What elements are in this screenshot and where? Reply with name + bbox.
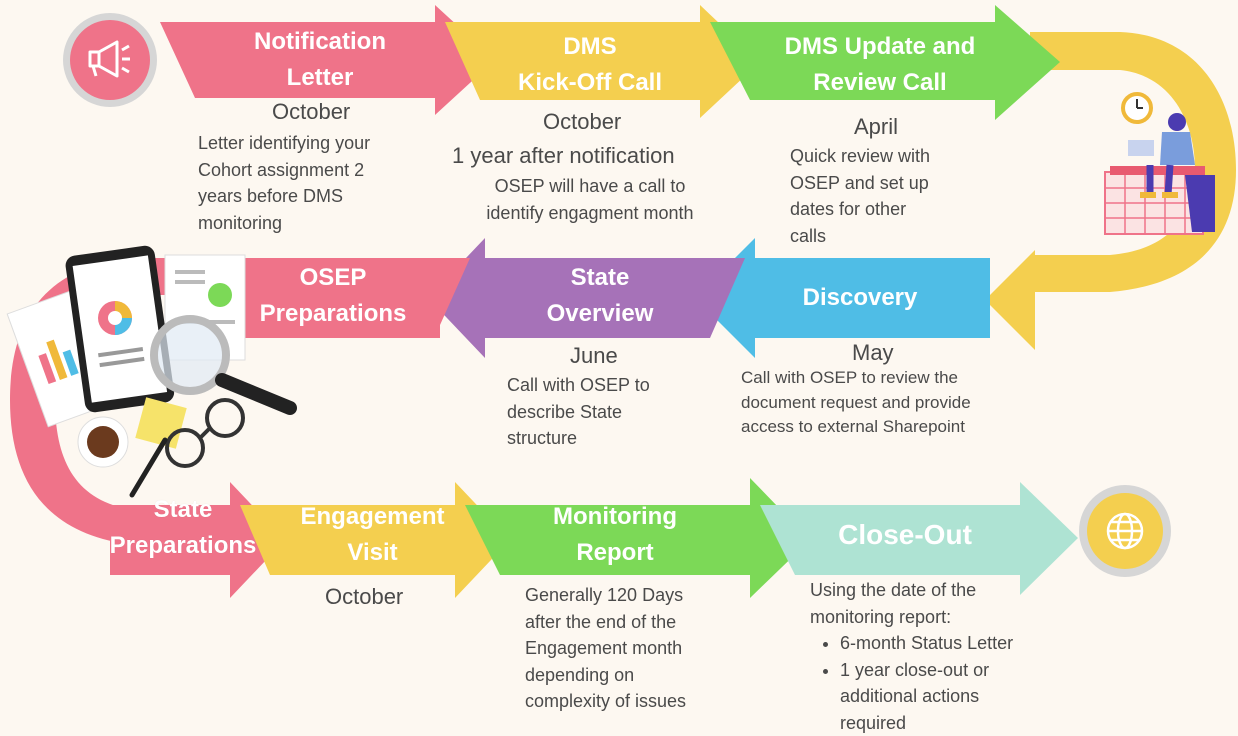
state-prep-label: State Preparations (98, 492, 268, 564)
start-circle (70, 20, 150, 100)
engagement-month: October (325, 584, 403, 610)
update-review-description: Quick review with OSEP and set up dates … (790, 143, 990, 249)
right-curve-arrowhead (985, 250, 1035, 350)
closeout-label: Close-Out (810, 517, 1000, 553)
kickoff-description: OSEP will have a call to identify engagm… (440, 173, 740, 226)
monitoring-label: Monitoring Report (525, 499, 705, 571)
closeout-description: Using the date of the monitoring report:… (810, 577, 1070, 736)
closeout-bullet: 6-month Status Letter (840, 630, 1070, 657)
notification-month: October (272, 99, 350, 125)
state-overview-month: June (570, 343, 618, 369)
notification-label: Notification Letter (215, 24, 425, 96)
closeout-bullet: 1 year close-out or additional actions r… (840, 657, 1070, 736)
osep-prep-label: OSEP Preparations (243, 260, 423, 332)
update-review-month: April (854, 114, 898, 140)
kickoff-month: October (543, 109, 621, 135)
monitoring-description: Generally 120 Days after the end of the … (525, 582, 745, 715)
state-overview-label: State Overview (510, 260, 690, 332)
discovery-month: May (852, 340, 894, 366)
kickoff-month-sub: 1 year after notification (452, 143, 675, 169)
closeout-bullet-list: 6-month Status Letter 1 year close-out o… (810, 630, 1070, 736)
kickoff-label: DMS Kick-Off Call (480, 29, 700, 101)
engagement-label: Engagement Visit (280, 499, 465, 571)
notification-description: Letter identifying your Cohort assignmen… (198, 130, 438, 236)
update-review-label: DMS Update and Review Call (755, 29, 1005, 101)
discovery-label: Discovery (770, 280, 950, 316)
discovery-description: Call with OSEP to review the document re… (741, 366, 1031, 440)
state-overview-description: Call with OSEP to describe State structu… (507, 372, 707, 452)
right-curve-connector (1030, 32, 1236, 292)
